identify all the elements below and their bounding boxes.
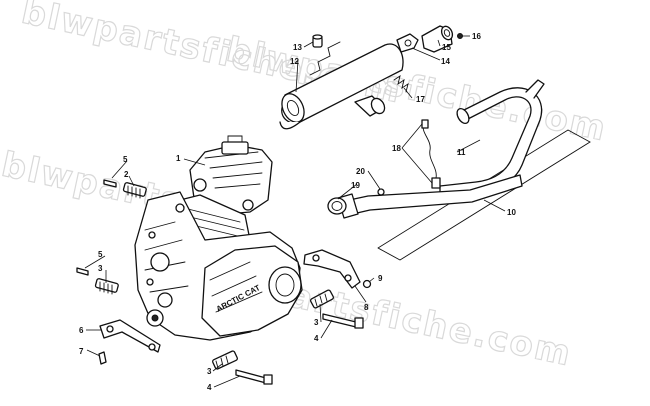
bolt-4-right [322, 313, 364, 329]
mount-bushing-3-right [309, 289, 335, 309]
callout-12: 12 [290, 57, 299, 66]
callout-4-right: 4 [314, 334, 319, 343]
callout-labels: 1 5 2 5 3 6 7 3 4 3 4 8 9 10 11 12 13 14… [79, 32, 516, 392]
gasket-ring-19 [327, 197, 347, 215]
callout-15: 15 [442, 43, 451, 52]
callout-3-right: 3 [314, 318, 319, 327]
bolt-7 [98, 351, 107, 365]
mount-bracket-8 [303, 249, 361, 289]
mount-bracket-6 [99, 319, 161, 353]
callout-19: 19 [351, 181, 360, 190]
bolt-5-upper [103, 179, 117, 188]
gasket-14 [396, 33, 419, 53]
callout-8: 8 [364, 303, 369, 312]
watermark-upper-right: blwpartsfiche.com [223, 30, 611, 150]
spring-17 [393, 74, 409, 93]
leader-lines [84, 35, 506, 388]
callout-14: 14 [441, 57, 450, 66]
callout-2: 2 [124, 170, 129, 179]
callout-13: 13 [293, 43, 302, 52]
callout-3-bottom: 3 [207, 367, 212, 376]
callout-17: 17 [416, 95, 425, 104]
screw-16 [457, 33, 463, 39]
callout-10: 10 [507, 208, 516, 217]
nut-9 [362, 279, 372, 289]
callout-5-upper: 5 [123, 155, 128, 164]
callout-7: 7 [79, 347, 84, 356]
callout-5-lower: 5 [98, 250, 103, 259]
nut-20 [377, 188, 385, 196]
callout-11: 11 [457, 148, 466, 157]
engine-assembly: ARCTIC CAT [134, 135, 303, 341]
callout-4-bottom: 4 [207, 383, 212, 392]
spark-arrestor-15 [421, 25, 454, 53]
o2-sensor-18 [421, 119, 441, 189]
bolt-4-bottom [235, 369, 273, 385]
callout-20: 20 [356, 167, 365, 176]
callout-3-left: 3 [98, 264, 103, 273]
mount-bushing-3-bottom [212, 350, 238, 370]
callout-1: 1 [176, 154, 181, 163]
callout-18: 18 [392, 144, 401, 153]
mount-bushing-2 [122, 182, 147, 199]
bolt-5-lower [76, 267, 89, 276]
callout-9: 9 [378, 274, 383, 283]
muffler-12 [279, 41, 404, 130]
grommet-13 [312, 34, 323, 48]
callout-16: 16 [472, 32, 481, 41]
callout-6: 6 [79, 326, 84, 335]
mount-bushing-3-left [94, 278, 119, 295]
